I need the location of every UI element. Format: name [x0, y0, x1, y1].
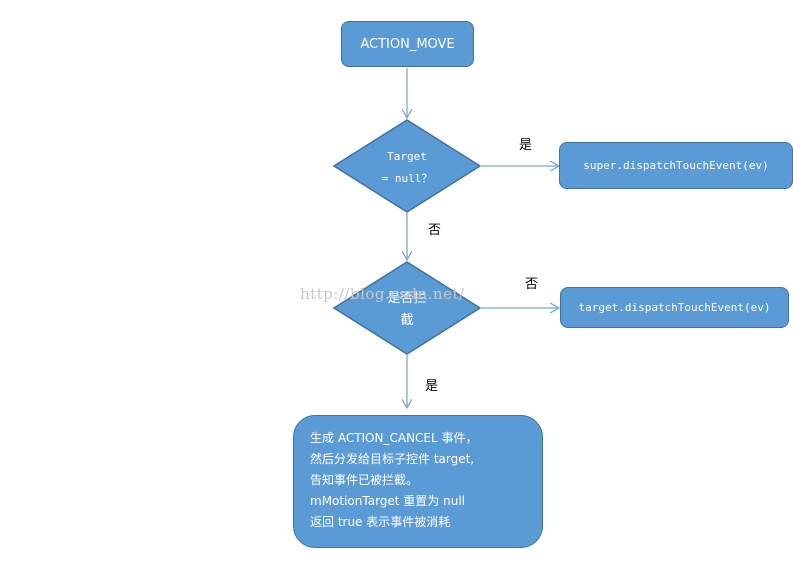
start-node: ACTION_MOVE	[341, 21, 474, 67]
decision2-line2: 截	[400, 313, 414, 328]
action-target-dispatch: target.dispatchTouchEvent(ev)	[560, 287, 789, 328]
watermark: http://blog.csdn.net/	[300, 285, 465, 303]
action-target-label: target.dispatchTouchEvent(ev)	[578, 301, 771, 314]
decision1-text: Target = null？	[357, 146, 457, 190]
edge-label-d2-no: 否	[525, 277, 539, 292]
final-node: 生成 ACTION_CANCEL 事件， 然后分发给目标子控件 target, …	[293, 415, 543, 548]
final-line-4: mMotionTarget 重置为 null	[310, 494, 466, 508]
edge-label-d1-yes: 是	[519, 138, 533, 153]
start-node-label: ACTION_MOVE	[360, 36, 455, 52]
final-line-3: 告知事件已被拦截。	[310, 473, 419, 487]
decision2-line1: 是否拦	[387, 291, 427, 306]
final-line-5: 返回 true 表示事件被消耗	[310, 515, 451, 529]
final-line-1: 生成 ACTION_CANCEL 事件，	[310, 431, 478, 445]
decision1-line1: Target	[387, 150, 427, 163]
action-super-dispatch: super.dispatchTouchEvent(ev)	[559, 142, 793, 189]
decision1-line2: = null？	[381, 172, 433, 185]
edge-label-d2-yes: 是	[425, 379, 439, 394]
final-line-2: 然后分发给目标子控件 target,	[310, 452, 475, 466]
decision2-text: 是否拦 截	[357, 288, 457, 332]
edge-label-d1-no: 否	[428, 223, 442, 238]
action-super-label: super.dispatchTouchEvent(ev)	[583, 159, 769, 172]
